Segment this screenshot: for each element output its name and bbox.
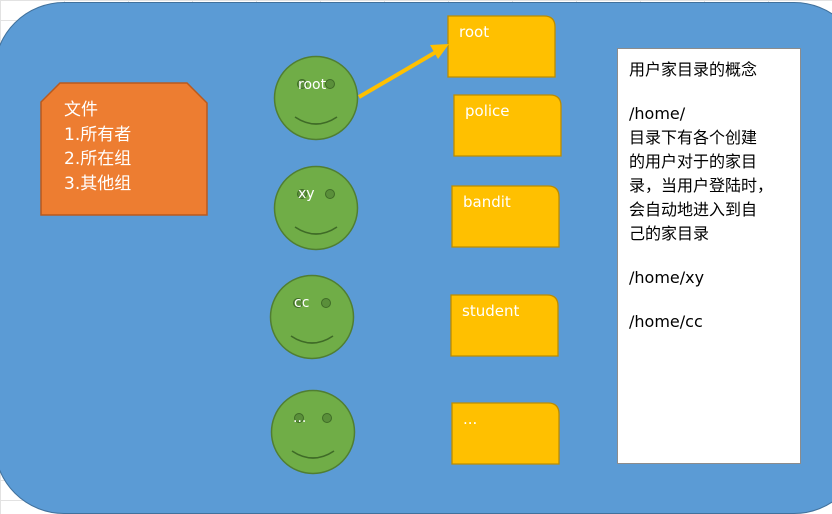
note-path-home: /home/	[629, 104, 686, 123]
note-desc-line: 目录下有各个创建	[629, 128, 758, 147]
group-box-student: student	[450, 294, 560, 357]
file-text-block: 文件 1.所有者 2.所在组 3.其他组	[64, 98, 131, 196]
user-label-xy: xy	[298, 186, 315, 202]
note-desc-line: 己的家目录	[629, 224, 710, 243]
file-shape-outline	[40, 82, 208, 216]
group-label-root: root	[459, 23, 490, 41]
group-box-shape	[447, 15, 556, 78]
note-desc-line: 录，当用户登陆时，	[629, 176, 774, 195]
group-label-student: student	[462, 302, 520, 320]
user-face-cc: cc	[269, 274, 355, 360]
note-path-xy: /home/xy	[629, 268, 705, 287]
smiley-face-icon	[269, 274, 355, 360]
group-box-root: root	[447, 15, 557, 78]
home-directory-note: 用户家目录的概念 /home/ 目录下有各个创建 的用户对于的家目 录，当用户登…	[617, 48, 801, 464]
user-face-more: ...	[270, 389, 356, 475]
user-label-more: ...	[293, 410, 307, 426]
group-label-police: police	[465, 102, 510, 120]
note-desc-line: 的用户对于的家目	[629, 152, 758, 171]
group-box-shape	[451, 402, 560, 465]
group-box-shape	[450, 294, 559, 357]
smiley-face-icon	[273, 55, 359, 141]
note-path-cc: /home/cc	[629, 312, 703, 331]
group-box-police: police	[453, 94, 563, 157]
file-title: 文件	[64, 100, 98, 120]
arrow-root-to-group	[357, 44, 449, 99]
file-permissions-shape: 文件 1.所有者 2.所在组 3.其他组	[40, 82, 208, 216]
group-box-bandit: bandit	[451, 185, 561, 248]
file-item-group: 2.所在组	[64, 149, 132, 169]
file-item-others: 3.其他组	[64, 173, 132, 194]
group-box-shape	[453, 94, 562, 157]
user-face-root: root	[273, 55, 359, 141]
group-label-more: ...	[463, 410, 478, 428]
note-desc-line: 会自动地进入到自	[629, 200, 758, 219]
group-box-shape	[451, 185, 560, 248]
smiley-face-icon	[273, 165, 359, 251]
user-label-cc: cc	[294, 295, 310, 311]
file-item-owner: 1.所有者	[64, 124, 132, 145]
user-face-xy: xy	[273, 165, 359, 251]
group-box-more: ...	[451, 402, 561, 465]
user-label-root: root	[298, 77, 327, 93]
group-label-bandit: bandit	[463, 193, 511, 211]
smiley-face-icon	[270, 389, 356, 475]
note-title: 用户家目录的概念	[629, 60, 758, 79]
